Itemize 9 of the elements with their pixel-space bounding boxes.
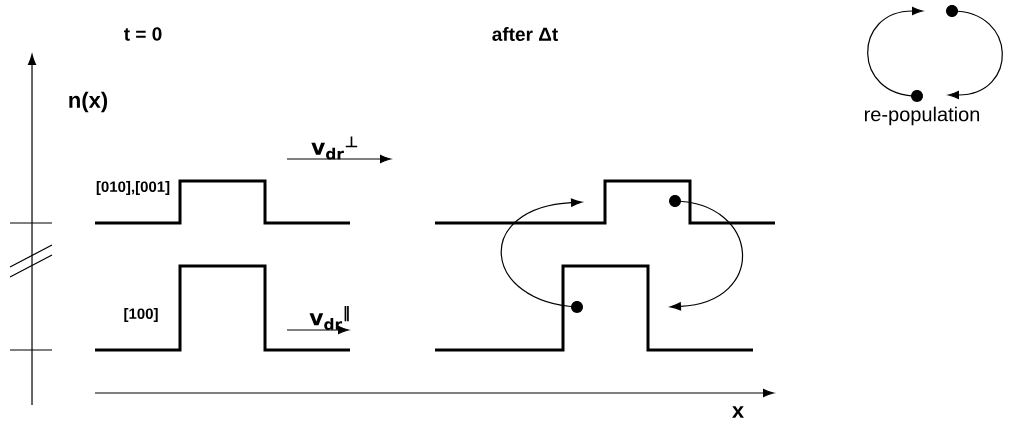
direction-label: [010],[001]	[96, 181, 170, 195]
caption-text: re-population	[864, 106, 980, 126]
direction-label: [100]	[124, 308, 158, 322]
velocity-label: v$_{dr}$⊥	[311, 136, 358, 160]
axis-label: x	[732, 406, 744, 418]
panel-title: after Δt	[492, 27, 558, 41]
panel-title: t = 0	[124, 27, 162, 41]
velocity-label: v$_{dr}$‖	[309, 305, 349, 331]
axis-label: n(x)	[69, 91, 108, 113]
